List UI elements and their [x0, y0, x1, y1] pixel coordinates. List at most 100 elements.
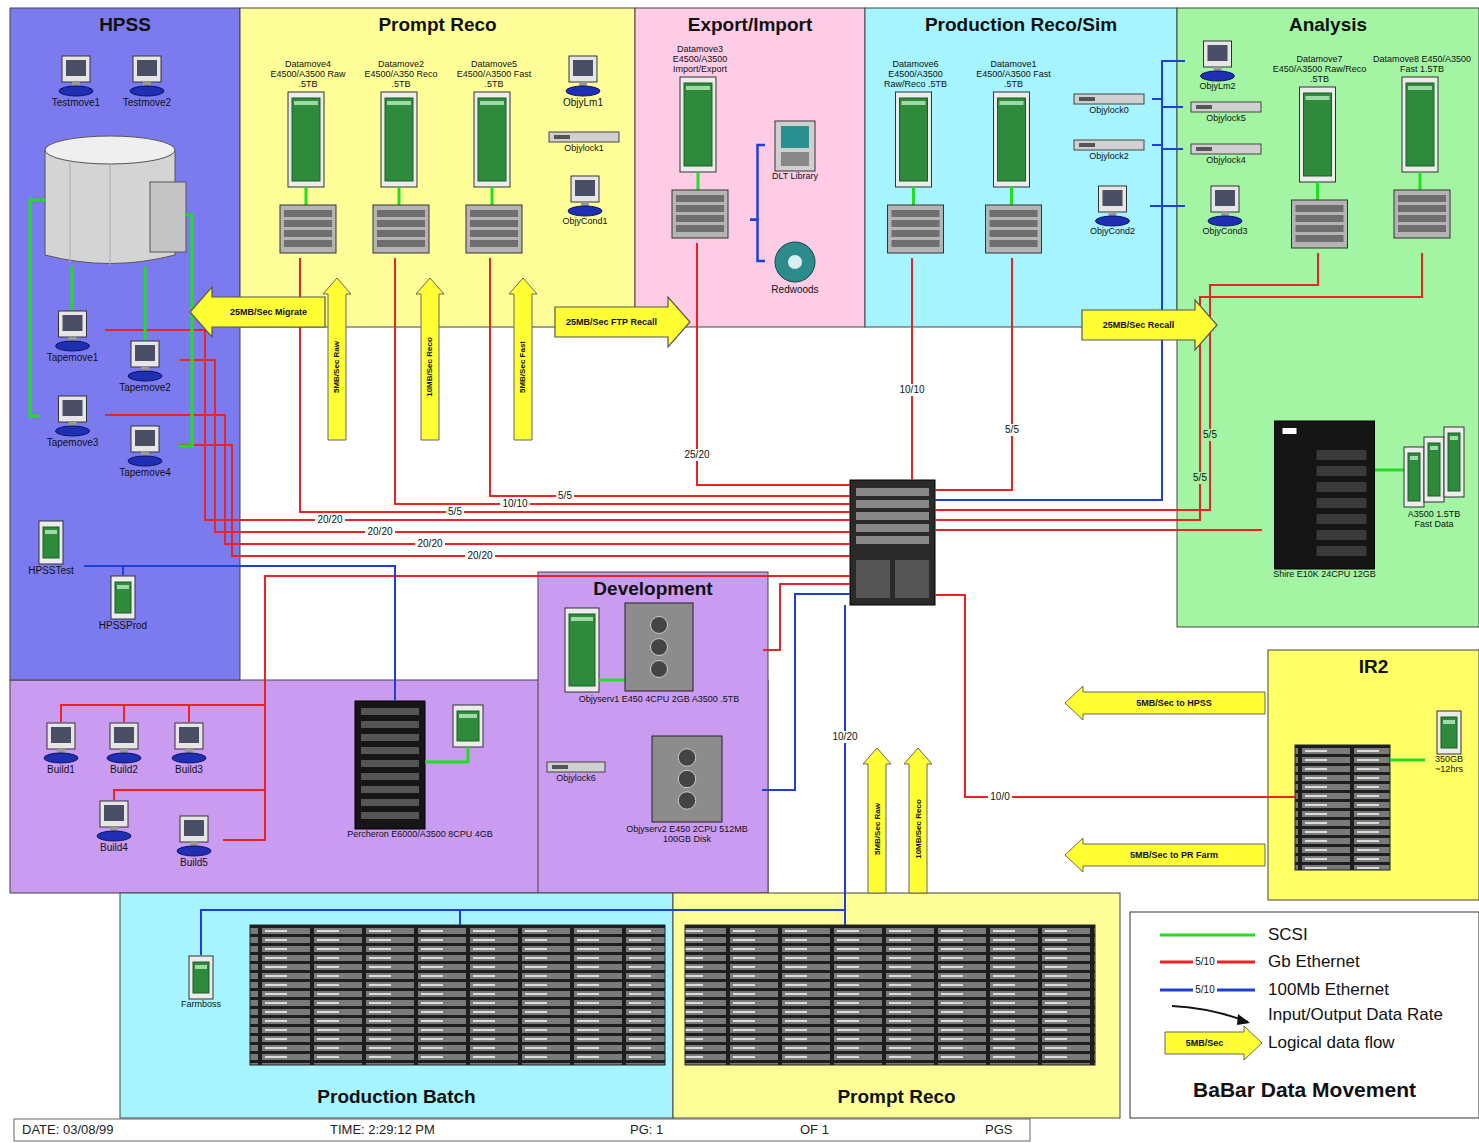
- disk-tray: [676, 215, 724, 222]
- art-part: [856, 512, 929, 520]
- disk-array: [280, 205, 336, 253]
- flow-label: 10MB/Sec Reco: [425, 297, 435, 437]
- region-title: Prompt Reco: [240, 14, 635, 36]
- monitor: [1204, 41, 1232, 67]
- rack-board: [361, 799, 419, 806]
- disk-tray: [284, 230, 332, 237]
- server-case: [111, 576, 135, 619]
- cable: [1162, 106, 1183, 108]
- screen: [51, 727, 71, 743]
- art-part: [850, 480, 935, 605]
- data-rate-arrow: [1065, 838, 1265, 872]
- device-label: Datamove6 E4500/A3500 Raw/Reco .5TB: [868, 60, 963, 90]
- server-slot: [1430, 446, 1438, 450]
- rate-label: 20/20: [315, 514, 344, 526]
- base: [1201, 71, 1235, 81]
- device-label: ObjyLm1: [548, 97, 618, 108]
- disk-tray: [990, 220, 1038, 227]
- device-label: Objylock6: [545, 774, 607, 784]
- device-label: ObjyLm2: [1185, 82, 1250, 92]
- rate-label: 10/20: [830, 731, 859, 743]
- flow-label: 25MB/Sec FTP Recall: [558, 317, 665, 327]
- screen: [63, 400, 83, 416]
- monitor: [1099, 186, 1127, 212]
- server-case: [288, 92, 324, 187]
- device-icon: [165, 815, 223, 857]
- server-slot: [1450, 436, 1458, 440]
- flow-label: 5MB/Sec to PR Farm: [1086, 850, 1262, 860]
- diagram-title: BaBar Data Movement: [1130, 1078, 1479, 1102]
- disk-tray: [892, 240, 940, 247]
- cable: [114, 790, 265, 800]
- server-board: [1448, 433, 1460, 491]
- server-case: [1444, 427, 1464, 497]
- base: [56, 426, 90, 436]
- server-board: [1408, 453, 1420, 501]
- cabinet-panel: [1317, 450, 1367, 460]
- drive-bay: [1196, 105, 1212, 109]
- device: Datamove7 E450/A3500 Raw/Reco .5TB: [1272, 55, 1367, 250]
- e10k-cabinet: [1275, 421, 1375, 569]
- legend-box: [1130, 912, 1479, 1118]
- disk-tray: [892, 220, 940, 227]
- device-icon: [1183, 142, 1269, 156]
- cable: [1152, 144, 1162, 146]
- cabinet-panel: [1317, 530, 1367, 540]
- screen: [63, 315, 83, 331]
- fan: [651, 639, 668, 656]
- cable: [844, 605, 846, 925]
- device-icon: [1272, 85, 1367, 250]
- device-icon: [448, 90, 540, 255]
- lock-server: [1191, 144, 1261, 154]
- device-icon: [650, 75, 750, 240]
- cable: [105, 415, 850, 544]
- base: [568, 206, 602, 216]
- fan: [678, 770, 696, 788]
- region-band: AnalysisObjyLm2Objylock5Objylock4ObjyCon…: [1177, 8, 1479, 627]
- cable: [1162, 205, 1185, 207]
- monitor: [175, 723, 203, 749]
- cable: [935, 253, 1318, 510]
- footer-text: OF 1: [800, 1123, 829, 1138]
- disk-tray: [892, 230, 940, 237]
- device: Testmove2: [112, 55, 182, 108]
- flow-label: 10MB/Sec Reco: [913, 767, 923, 890]
- scsi-link: [1316, 182, 1319, 200]
- region-title: Prompt Reco: [673, 1086, 1120, 1108]
- device-icon: [1185, 40, 1250, 82]
- base: [1208, 216, 1242, 226]
- device-label: Objyserv1 E450 4CPU 2GB A3500 .5TB: [555, 695, 763, 705]
- rack-board: [361, 708, 419, 715]
- server-case: [680, 77, 716, 172]
- cable: [762, 594, 850, 790]
- region-fill: [1268, 650, 1479, 900]
- monitor: [131, 426, 159, 452]
- ir2-rack: [1295, 745, 1390, 870]
- disk-array: [986, 205, 1042, 253]
- disk-tray: [1296, 225, 1344, 232]
- rack-board: [361, 721, 419, 728]
- scsi-link: [912, 187, 915, 205]
- server-case: [39, 521, 63, 564]
- device-label: Tapemove2: [110, 382, 180, 393]
- flow-arrows: [323, 278, 1265, 1060]
- device: DLT Library: [765, 120, 825, 182]
- data-rate-arrow: [323, 278, 351, 440]
- screen: [179, 727, 199, 743]
- server-case: [189, 956, 213, 999]
- monitor: [100, 801, 128, 827]
- device-icon: [110, 340, 180, 382]
- rate-label: 25/20: [682, 449, 711, 461]
- disk-tray: [377, 220, 425, 227]
- lock-server: [1074, 94, 1144, 104]
- rate-label: 10/10: [500, 498, 529, 510]
- server-case: [474, 92, 510, 187]
- device: Objylock6: [545, 760, 607, 784]
- disk-tray: [377, 210, 425, 217]
- device-label: Objyserv2 E450 2CPU 512MB 100GB Disk: [612, 825, 762, 845]
- disk-tray: [990, 210, 1038, 217]
- disk-array: [466, 205, 522, 253]
- device-icon: [18, 520, 84, 565]
- device-icon: [1398, 425, 1470, 510]
